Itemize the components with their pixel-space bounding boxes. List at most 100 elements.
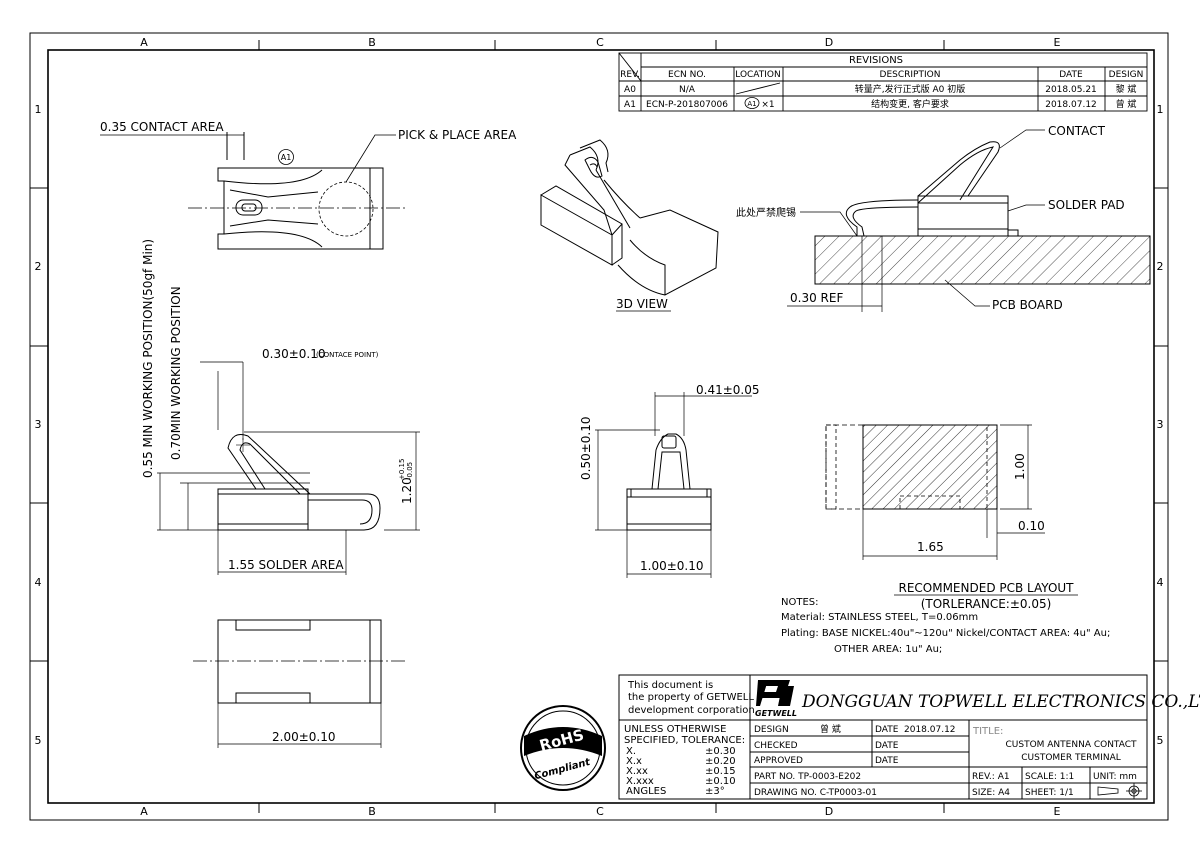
pcb-layout-tolerance: (TORLERANCE:±0.05) [921, 597, 1052, 611]
rev-row-a0-description: 转量产,发行正式版 A0 初版 [855, 83, 965, 95]
rev-header-description: DESCRIPTION [880, 70, 941, 80]
label-min-working-070: 0.70MIN WORKING POSITION [169, 286, 183, 460]
property-line-1: This document is [627, 680, 713, 691]
zone-row-4-left: 4 [35, 576, 42, 589]
rev-value: REV.: A1 [972, 772, 1010, 782]
title-line-2: CUSTOMER TERMINAL [1021, 753, 1121, 763]
label-pcb-100: 1.00 [1013, 453, 1027, 480]
label-contact-point-dim: 0.30±0.10 [262, 347, 326, 361]
tol-row-3-label: X.xx [626, 766, 648, 777]
mounted-side-view-drawing [787, 129, 1045, 312]
rohs-badge: RoHS Compliant [520, 705, 606, 791]
zone-col-d-bottom: D [825, 805, 833, 818]
rev-row-a1-location-badge-circle [744, 97, 760, 109]
zone-col-b-bottom: B [368, 805, 376, 818]
tol-row-2-value: ±0.20 [705, 756, 736, 767]
label-solder-pad: SOLDER PAD [1048, 198, 1125, 212]
zone-col-a-top: A [140, 36, 148, 49]
label-contact-point-note: (CONTACE POINT) [316, 351, 379, 359]
zone-col-e-top: E [1054, 36, 1061, 49]
notes-plating-1: Plating: BASE NICKEL:40u"~120u" Nickel/C… [781, 628, 1110, 639]
projection-symbol-icon [1097, 783, 1142, 799]
rev-marker-circle [278, 149, 294, 165]
sheet-border [29, 32, 1169, 821]
getwell-logo [756, 680, 794, 706]
revisions-table [618, 52, 1148, 112]
zone-row-4-right: 4 [1157, 576, 1164, 589]
unit-value: UNIT: mm [1093, 772, 1137, 782]
rev-row-a0-date: 2018.05.21 [1045, 85, 1097, 95]
pcb-layout-title: RECOMMENDED PCB LAYOUT [898, 581, 1074, 595]
sheet-value: SHEET: 1/1 [1025, 788, 1074, 798]
iso-view-drawing [540, 139, 719, 296]
rev-row-a1-design: 曾 斌 [1116, 98, 1137, 110]
zone-col-c-bottom: C [596, 805, 604, 818]
rev-header-location: LOCATION [735, 70, 781, 80]
size-value: SIZE: A4 [972, 788, 1010, 798]
label-pick-place-area: PICK & PLACE AREA [398, 128, 517, 142]
zone-row-2-left: 2 [35, 260, 42, 273]
pcb-board-section [814, 235, 1151, 285]
tol-row-1-value: ±0.30 [705, 746, 736, 757]
property-line-2: the property of GETWELL [628, 692, 754, 703]
rev-row-a0-rev: A0 [624, 85, 636, 95]
label-length-200: 2.00±0.10 [272, 730, 336, 744]
tol-row-2-label: X.x [626, 756, 642, 767]
zone-row-1-left: 1 [35, 103, 42, 116]
zone-row-3-right: 3 [1157, 418, 1164, 431]
label-pcb-165: 1.65 [917, 540, 944, 554]
rev-row-a1-location: ×1 [761, 100, 774, 110]
label-contact-area: 0.35 CONTACT AREA [100, 120, 224, 134]
rev-row-a1-ecn: ECN-P-201807006 [646, 100, 728, 110]
design-name: 曾 斌 [820, 723, 841, 735]
zone-col-a-bottom: A [140, 805, 148, 818]
zone-row-5-left: 5 [35, 734, 42, 747]
notes-heading: NOTES: [781, 597, 819, 608]
checked-label: CHECKED [754, 741, 798, 751]
revisions-title: REVISIONS [849, 55, 903, 66]
label-height-120-tol-up: +0.15 [398, 459, 406, 480]
zone-col-b-top: B [368, 36, 376, 49]
tol-row-5-label: ANGLES [626, 786, 666, 797]
rev-row-a1-date: 2018.07.12 [1045, 100, 1097, 110]
zone-col-d-top: D [825, 36, 833, 49]
notes-material: Material: STAINLESS STEEL, T=0.06mm [781, 612, 978, 623]
tol-header-2: SPECIFIED, TOLERANCE: [624, 735, 745, 746]
rev-row-a1-location-badge: A1 [747, 100, 756, 108]
tol-row-1-label: X. [626, 746, 636, 757]
design-date-label: DATE [875, 725, 899, 735]
rev-row-a0-design: 黎 斌 [1116, 83, 1137, 95]
rev-header-rev: REV. [620, 70, 640, 80]
label-height-120: 1.20 [400, 477, 414, 504]
approved-label: APPROVED [754, 756, 803, 766]
rev-header-design: DESIGN [1109, 70, 1144, 80]
label-no-solder-climb: 此处严禁爬锡 [736, 206, 796, 219]
pcb-layout-drawing [825, 424, 1045, 560]
design-date: 2018.07.12 [904, 725, 956, 735]
zone-row-3-left: 3 [35, 418, 42, 431]
side-view-drawing [157, 361, 420, 575]
tol-row-4-value: ±0.10 [705, 776, 736, 787]
scale-value: SCALE: 1:1 [1025, 772, 1074, 782]
label-width-041: 0.41±0.05 [696, 383, 760, 397]
label-min-working-055: 0.55 MIN WORKING POSITION(50gf Min) [141, 239, 155, 478]
company-name: DONGGUAN TOPWELL ELECTRONICS CO.,LTD. [801, 692, 1200, 712]
notes-plating-2: OTHER AREA: 1u" Au; [834, 644, 942, 655]
label-height-050: 0.50±0.10 [579, 417, 593, 481]
drawing-no: DRAWING NO. C-TP0003-01 [754, 788, 877, 798]
tol-header-1: UNLESS OTHERWISE [624, 724, 726, 735]
label-contact: CONTACT [1048, 124, 1106, 138]
approved-date-label: DATE [875, 756, 899, 766]
rev-header-ecn: ECN NO. [668, 70, 706, 80]
logo-text: GETWELL [755, 709, 797, 718]
label-pcb-board: PCB BOARD [992, 298, 1063, 312]
label-solder-area: 1.55 SOLDER AREA [228, 558, 344, 572]
front-view-drawing [595, 392, 752, 578]
tol-row-4-label: X.xxx [626, 776, 654, 787]
zone-row-1-right: 1 [1157, 103, 1164, 116]
checked-date-label: DATE [875, 741, 899, 751]
property-line-3: development corporation. [628, 705, 758, 716]
top-view-drawing [100, 132, 408, 250]
rev-header-date: DATE [1059, 70, 1083, 80]
